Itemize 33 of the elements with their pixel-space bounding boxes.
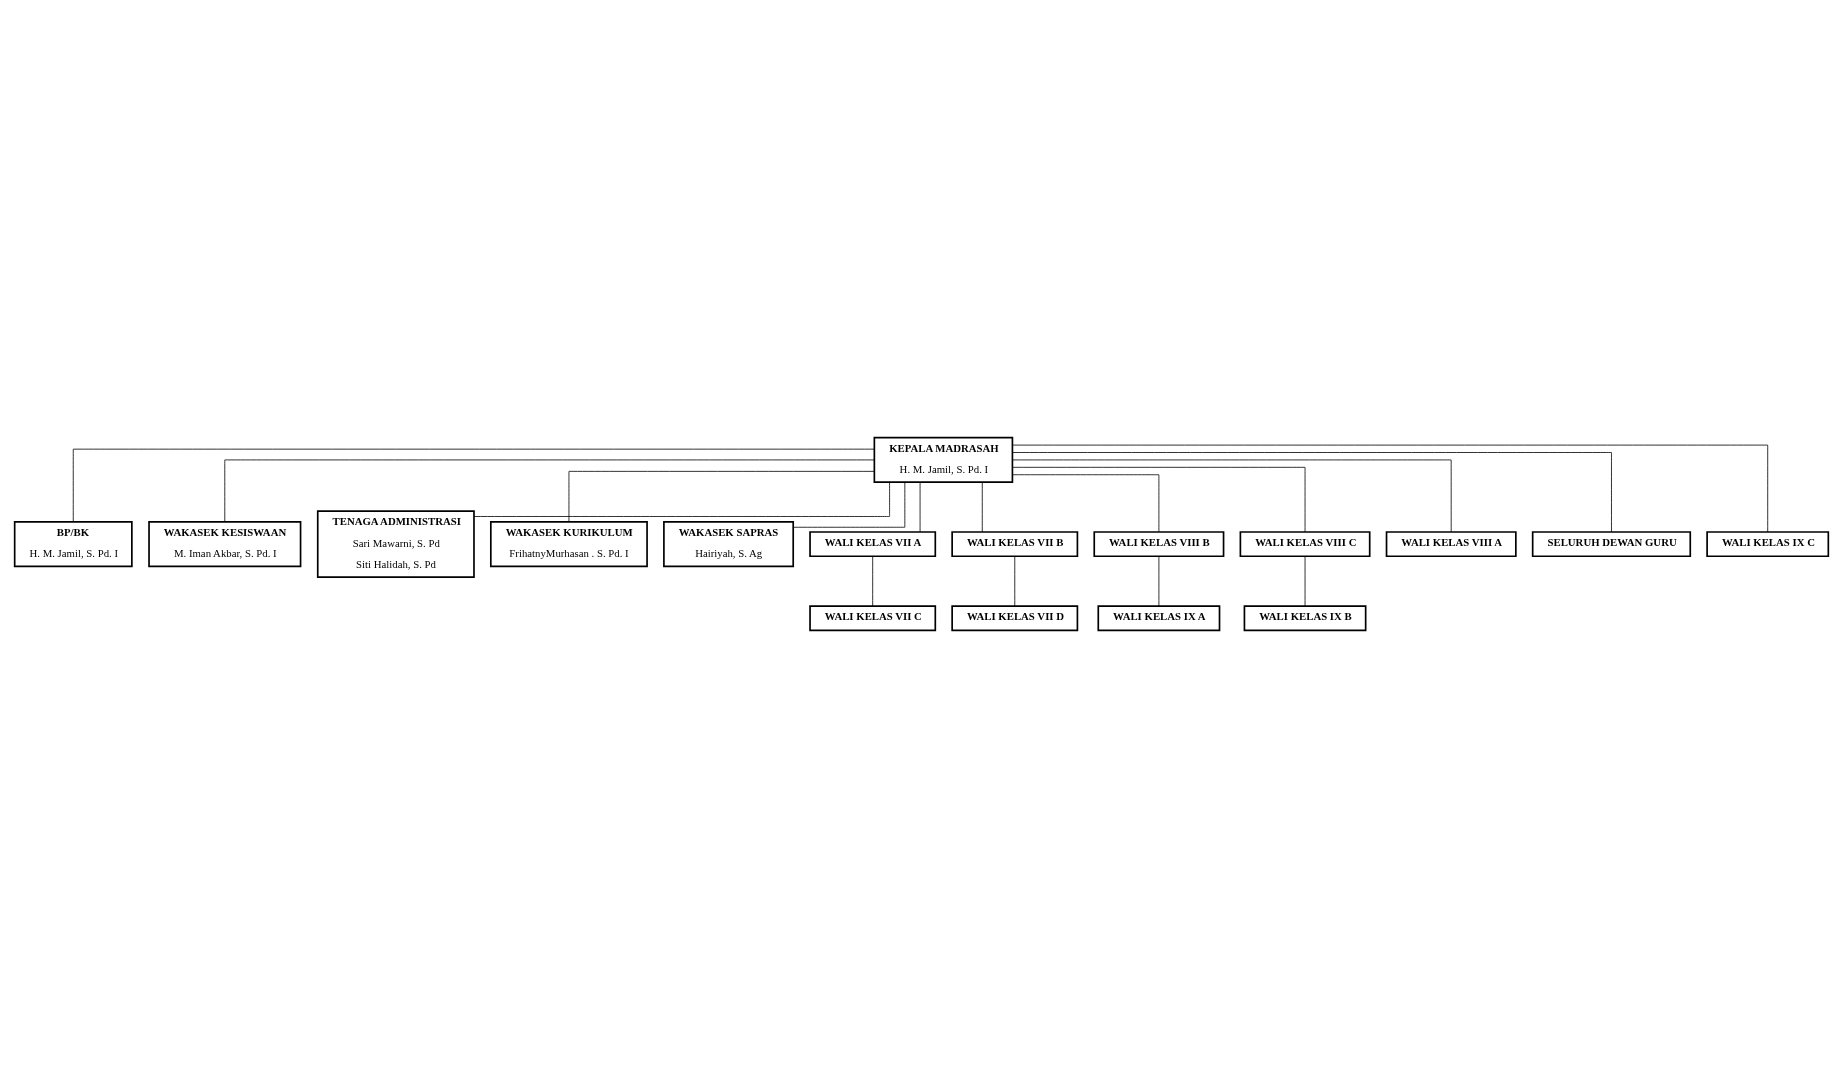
connector xyxy=(1012,451,1612,532)
connector xyxy=(981,481,983,532)
connector xyxy=(872,555,874,606)
connector xyxy=(1014,555,1016,606)
node-box: WAKASEK SAPRAS Hairiyah, S. Ag xyxy=(663,520,795,567)
node-box: BP/BK H. M. Jamil, S. Pd. I xyxy=(13,520,133,567)
node-box: WALI KELAS IX C xyxy=(1706,530,1830,557)
node-box: KEPALA MADRASAH H. M. Jamil, S. Pd. I xyxy=(873,436,1014,483)
node-box: WALI KELAS VIII B xyxy=(1093,530,1225,557)
node-box: WALI KELAS VII B xyxy=(951,530,1079,557)
node-box: WALI KELAS VII D xyxy=(951,604,1079,631)
connector xyxy=(1304,555,1306,606)
node-box: SELURUH DEWAN GURU xyxy=(1531,530,1692,557)
connector xyxy=(1012,466,1306,532)
node-box: WALI KELAS IX B xyxy=(1243,604,1367,631)
node-box: TENAGA ADMINISTRASI Sari Mawarni, S. Pd Siti Halidah, S. Pd xyxy=(316,509,475,578)
connector xyxy=(1012,444,1769,532)
node-box: WALI KELAS VIII C xyxy=(1239,530,1371,557)
connector xyxy=(1012,473,1160,532)
connector xyxy=(473,481,890,517)
node-box: WALI KELAS VII C xyxy=(809,604,937,631)
node-box: WALI KELAS VIII A xyxy=(1385,530,1517,557)
node-box: WALI KELAS IX A xyxy=(1097,604,1221,631)
connector xyxy=(1012,459,1452,532)
node-box: WAKASEK KURIKULUM FrihatnyMurhasan . S. Pd. I xyxy=(490,520,648,567)
connector xyxy=(793,481,906,528)
connector xyxy=(1158,555,1160,606)
connector xyxy=(568,470,875,522)
connector xyxy=(919,481,921,532)
connector xyxy=(224,459,875,522)
node-box: WALI KELAS VII A xyxy=(809,530,937,557)
node-box: WAKASEK KESISWAAN M. Iman Akbar, S. Pd. I xyxy=(148,520,302,567)
connector xyxy=(72,448,875,522)
